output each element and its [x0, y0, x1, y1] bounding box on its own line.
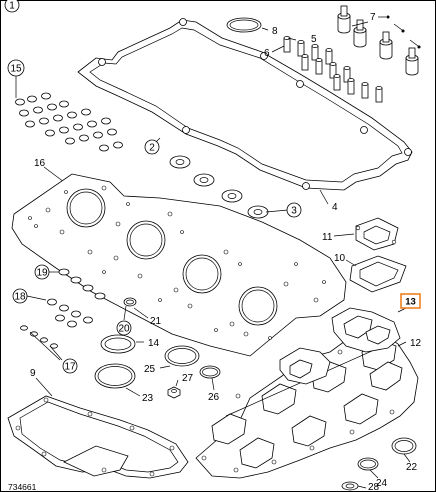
rocker-cover-gasket: [77, 18, 413, 191]
callout-28: 28: [368, 482, 380, 492]
callout-20: 20: [116, 320, 132, 336]
o-ring-22: [391, 437, 417, 455]
grommet-seals: [169, 155, 269, 219]
callout-17: 17: [62, 358, 78, 374]
valve-stem-seals: [283, 36, 383, 103]
callout-26: 26: [208, 392, 220, 403]
callout-21: 21: [150, 316, 162, 327]
callout-6: 6: [264, 48, 270, 59]
callout-4: 4: [332, 202, 338, 213]
o-ring-small-20: [123, 297, 137, 307]
cylinder-head-gasket: [11, 173, 347, 357]
svg-text:18: 18: [14, 292, 26, 303]
intake-manifold-gasket: [279, 307, 401, 385]
callout-15: 15: [7, 59, 25, 77]
o-ring-26: [199, 365, 221, 379]
callout-18: 18: [12, 288, 28, 304]
highlight-box: [400, 293, 421, 309]
callout-10: 10: [334, 253, 346, 264]
callout-19: 19: [34, 264, 50, 280]
small-seals-kit: [15, 92, 123, 152]
figure-reference-code: 734661: [8, 482, 37, 492]
svg-text:13: 13: [405, 297, 416, 308]
callout-5: 5: [311, 34, 317, 45]
callout-9: 9: [30, 368, 36, 379]
small-washers-17: [20, 325, 58, 349]
svg-text:3: 3: [291, 206, 297, 217]
callout-2: 2: [144, 139, 160, 155]
washer-28: [341, 481, 359, 491]
gasket-10: [349, 255, 407, 293]
svg-text:17: 17: [64, 362, 76, 373]
sump-gasket: [7, 395, 189, 479]
callout-7: 7: [370, 12, 376, 23]
svg-text:15: 15: [10, 64, 22, 75]
gasket-11: [355, 217, 399, 251]
sealing-washer-27: [167, 386, 181, 399]
o-ring-24: [357, 457, 379, 471]
o-ring-large: [226, 17, 262, 33]
callout-8: 8: [272, 26, 278, 37]
callout-25: 25: [144, 364, 156, 375]
valve-cover-seals: [58, 268, 106, 300]
callout-14: 14: [148, 338, 160, 349]
injector-seals: [337, 5, 419, 76]
svg-text:20: 20: [118, 324, 130, 335]
o-ring-14: [100, 334, 136, 354]
callout-3: 3: [286, 202, 302, 218]
exhaust-manifold-gasket: [195, 333, 419, 479]
title-badge: 1: [4, 0, 20, 13]
o-ring-25: [164, 345, 200, 367]
callout-11: 11: [322, 232, 333, 243]
callout-12: 12: [410, 338, 422, 349]
title-badge-label: 1: [9, 1, 15, 12]
callout-24: 24: [376, 478, 388, 489]
callout-13-highlighted: 13: [400, 293, 421, 309]
callout-16: 16: [34, 158, 46, 169]
callout-22: 22: [406, 462, 418, 473]
callout-27: 27: [182, 373, 194, 384]
svg-text:2: 2: [149, 143, 155, 154]
o-ring-23: [94, 363, 136, 389]
callout-23: 23: [142, 393, 154, 404]
washer-seals-18: [47, 298, 93, 328]
svg-text:19: 19: [36, 268, 48, 279]
